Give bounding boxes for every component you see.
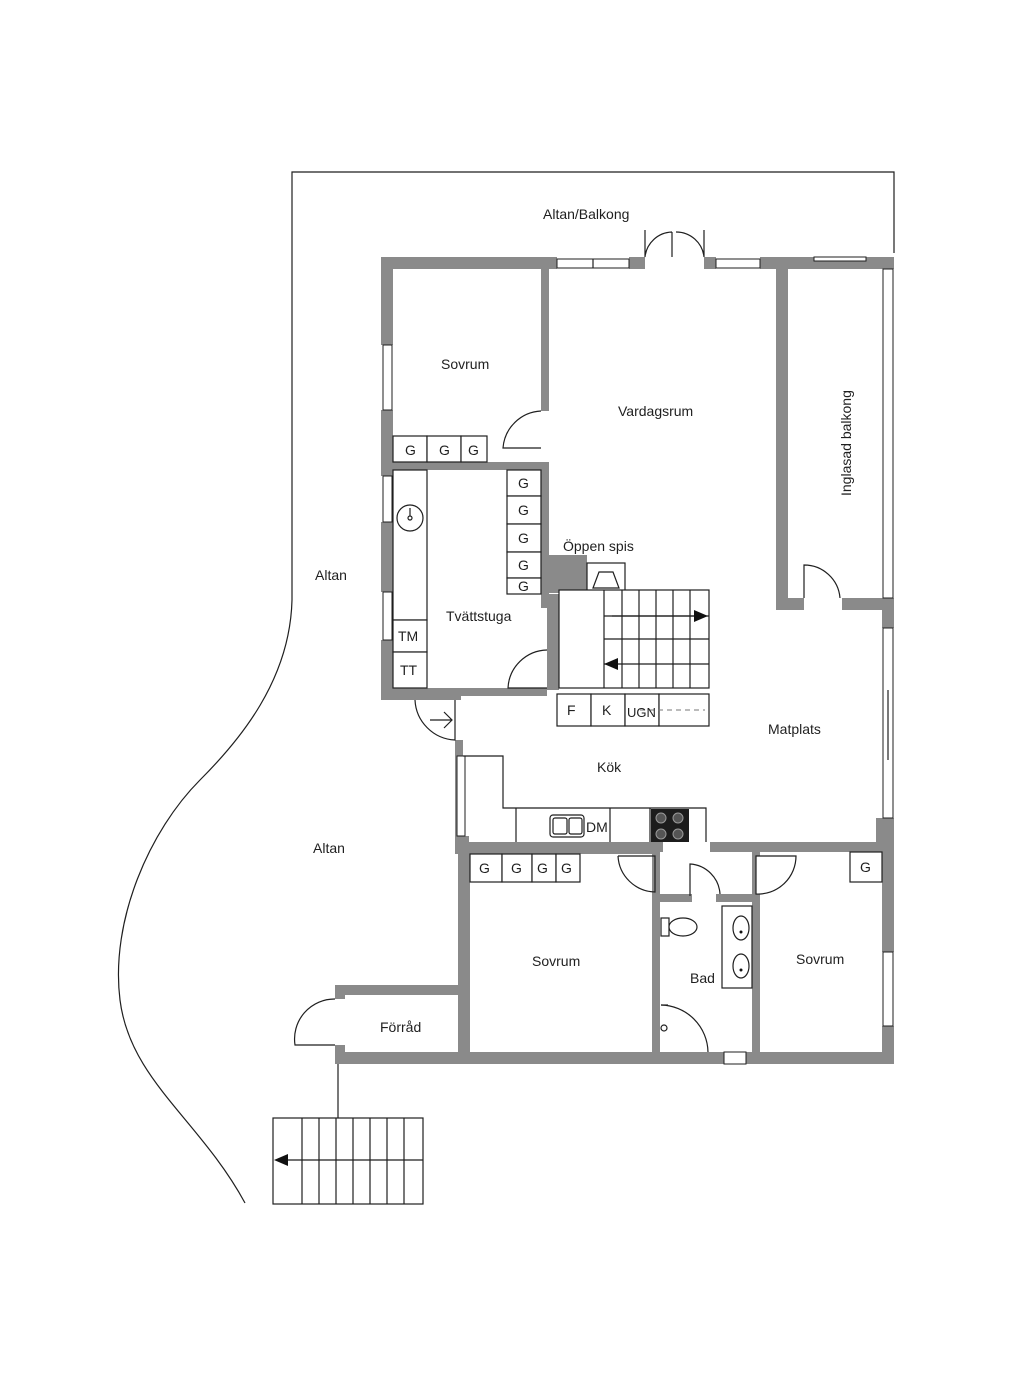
toilet [660, 917, 698, 937]
label-sovrum-mid: Sovrum [532, 953, 580, 969]
label-forrad: Förråd [380, 1019, 421, 1035]
wardrobes-top [392, 435, 488, 463]
wardrobe-label: G [468, 442, 479, 458]
wardrobes-laundry [506, 469, 542, 595]
doors [293, 230, 841, 1046]
wardrobe-label: G [479, 860, 490, 876]
wardrobe-label: G [518, 502, 529, 518]
laundry-counter [392, 469, 428, 621]
walls [335, 257, 894, 1064]
plot-outline [117, 171, 895, 1204]
wardrobe-label: G [518, 475, 529, 491]
label-altan-upper: Altan [315, 567, 347, 583]
label-bad: Bad [690, 970, 715, 986]
wardrobes-mid [469, 853, 581, 883]
shower [660, 1004, 709, 1053]
kitchen-tall-units [556, 693, 710, 727]
oven-label: UGN [627, 705, 656, 720]
wardrobe-label: G [518, 530, 529, 546]
label-altan-balkong: Altan/Balkong [543, 206, 629, 222]
wardrobe-label: G [537, 860, 548, 876]
label-oppen-spis: Öppen spis [563, 537, 634, 554]
label-inglasad-balkong: Inglasad balkong [838, 390, 854, 496]
wardrobe-label: G [511, 860, 522, 876]
wardrobe-label: G [518, 578, 529, 594]
laundry-sink [396, 504, 424, 532]
label-sovrum-right: Sovrum [796, 951, 844, 967]
wardrobe-label: G [518, 557, 529, 573]
tt-label: TT [400, 662, 418, 678]
staircase-inner [558, 589, 710, 689]
washing-machine [392, 619, 428, 653]
label-sovrum-top: Sovrum [441, 356, 489, 372]
wardrobe-right [849, 851, 883, 883]
fridge-label: F [567, 702, 576, 718]
wardrobe-label: G [561, 860, 572, 876]
bathroom-sinks [721, 905, 753, 989]
windows [382, 256, 894, 1065]
kitchen-counter [463, 755, 707, 842]
wardrobe-label: G [860, 859, 871, 875]
tm-label: TM [398, 628, 418, 644]
tumble-dryer [392, 651, 428, 689]
dishwasher-label: DM [586, 819, 608, 835]
label-vardagsrum: Vardagsrum [618, 403, 693, 419]
label-altan-lower: Altan [313, 840, 345, 856]
wardrobe-label: G [405, 442, 416, 458]
wardrobe-label: G [439, 442, 450, 458]
label-kok: Kök [597, 759, 622, 775]
label-tvattstuga: Tvättstuga [446, 608, 512, 624]
label-matplats: Matplats [768, 721, 821, 737]
freezer-label: K [602, 702, 612, 718]
staircase-outer [272, 1117, 424, 1205]
